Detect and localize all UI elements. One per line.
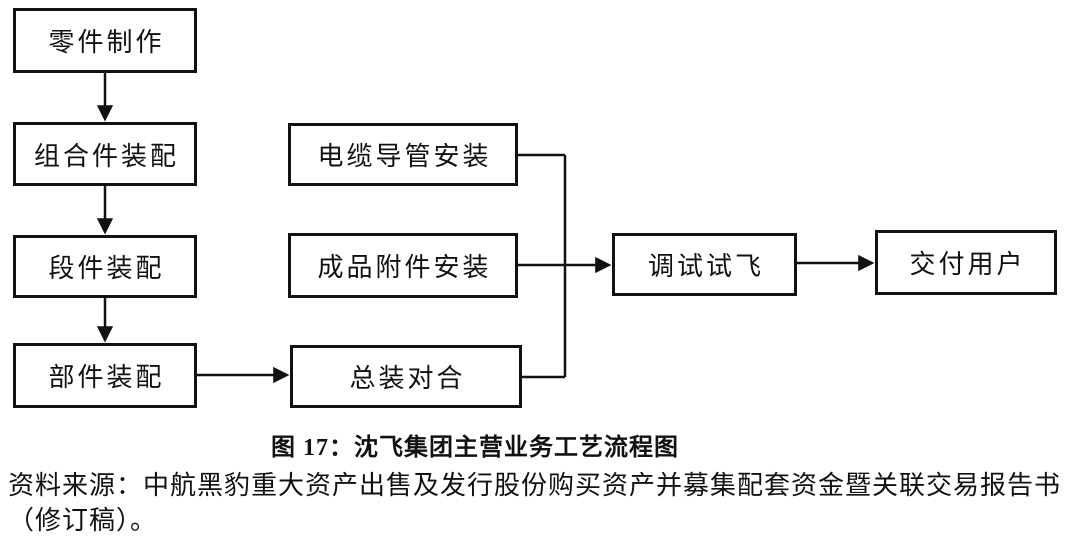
figure-caption: 图 17：沈飞集团主营业务工艺流程图 bbox=[271, 435, 679, 461]
flow-node-component: 部件装配 bbox=[13, 343, 197, 408]
flow-node-subassembly: 组合件装配 bbox=[13, 122, 197, 186]
flow-node-final-assembly: 总装对合 bbox=[290, 345, 522, 408]
flow-node-accessory-install: 成品附件安装 bbox=[288, 233, 518, 298]
flow-node-section: 段件装配 bbox=[13, 235, 197, 298]
figure-source-line-2: （修订稿）。 bbox=[8, 506, 158, 535]
figure-source-line-1: 资料来源：中航黑豹重大资产出售及发行股份购买资产并募集配套资金暨关联交易报告书 bbox=[8, 471, 1062, 500]
flow-node-cable-conduit-install: 电缆导管安装 bbox=[288, 123, 518, 186]
flow-node-delivery: 交付用户 bbox=[875, 230, 1057, 295]
figure-source-note: 资料来源：中航黑豹重大资产出售及发行股份购买资产并募集配套资金暨关联交易报告书 … bbox=[8, 468, 1074, 538]
flow-node-test-flight: 调试试飞 bbox=[612, 233, 797, 296]
flow-node-parts: 零件制作 bbox=[13, 8, 197, 73]
